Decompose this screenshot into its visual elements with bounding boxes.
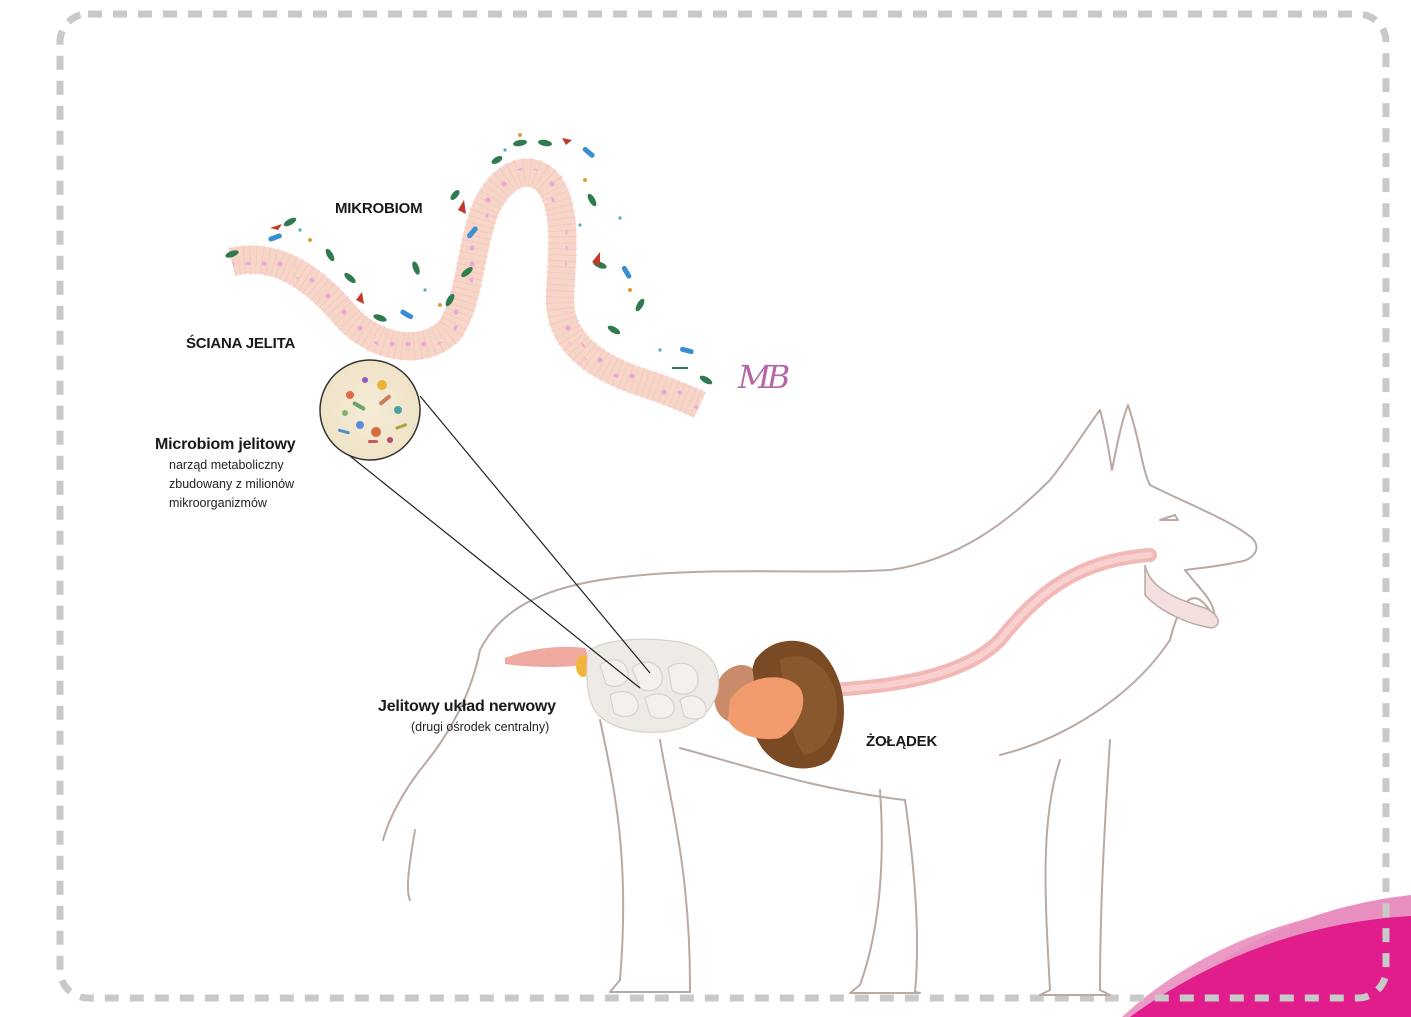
label-microbiom-title: Microbiom jelitowy	[155, 436, 295, 454]
label-sciana-jelita: ŚCIANA JELITA	[186, 335, 295, 352]
magnifier-circle-icon	[320, 360, 420, 460]
colon	[505, 647, 587, 667]
label-ens-title: Jelitowy układ nerwowy	[378, 698, 556, 716]
label-mikrobiom: MIKROBIOM	[335, 200, 422, 217]
label-microbiom-desc-1: narząd metaboliczny	[169, 458, 284, 473]
label-microbiom-desc-3: mikroorganizmów	[169, 496, 267, 511]
esophagus	[780, 555, 1150, 692]
label-microbiom-desc-2: zbudowany z milionów	[169, 477, 294, 492]
svg-text:MB: MB	[737, 358, 790, 396]
label-ens-desc: (drugi ośrodek centralny)	[411, 720, 549, 735]
logo: MB	[737, 358, 790, 396]
small-intestine	[587, 639, 719, 732]
label-zoladek: ŻOŁĄDEK	[866, 733, 937, 750]
